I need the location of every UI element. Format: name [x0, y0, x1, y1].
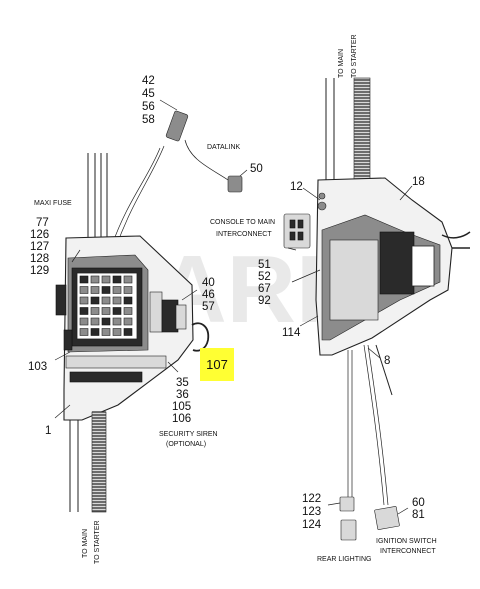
callout-8: 8 [384, 355, 390, 367]
svg-text:TO STARTER: TO STARTER [351, 34, 358, 78]
callout-60-81: 60 81 [412, 497, 425, 521]
svg-text:TO STARTER: TO STARTER [94, 520, 101, 564]
svg-text:TO MAIN: TO MAIN [338, 49, 345, 78]
highlight-107 [200, 348, 234, 381]
callout-1: 1 [45, 425, 51, 437]
svg-text:42: 42 [142, 75, 155, 87]
label-rear-lighting: REAR LIGHTING [317, 556, 371, 563]
svg-text:105: 105 [172, 401, 191, 413]
label-maxi-fuse: MAXI FUSE [34, 200, 72, 207]
svg-text:127: 127 [30, 241, 49, 253]
svg-text:36: 36 [176, 389, 189, 401]
callout-114: 114 [282, 327, 301, 339]
svg-text:60: 60 [412, 497, 425, 509]
svg-text:129: 129 [30, 265, 49, 277]
svg-text:40: 40 [202, 277, 215, 289]
callout-51-92: 51 52 67 92 [258, 259, 271, 307]
svg-text:126: 126 [30, 229, 49, 241]
svg-text:45: 45 [142, 88, 155, 100]
svg-text:(OPTIONAL): (OPTIONAL) [166, 441, 206, 448]
callout-18: 18 [412, 176, 425, 188]
label-left-to-main-starter: TO MAIN TO STARTER [82, 520, 101, 564]
svg-text:123: 123 [302, 506, 321, 518]
svg-text:58: 58 [142, 114, 155, 126]
svg-text:57: 57 [202, 301, 215, 313]
callout-103: 103 [28, 361, 47, 373]
svg-text:INTERCONNECT: INTERCONNECT [216, 231, 272, 238]
callout-35-106: 35 36 105 106 [172, 377, 191, 425]
label-security-siren: SECURITY SIREN (OPTIONAL) [159, 431, 218, 448]
svg-text:CONSOLE TO MAIN: CONSOLE TO MAIN [210, 219, 275, 226]
left-junction-block [55, 110, 243, 513]
left-leaders [54, 99, 248, 419]
svg-text:56: 56 [142, 101, 155, 113]
svg-text:TO MAIN: TO MAIN [82, 529, 89, 558]
label-ignition-interconnect: IGNITION SWITCH INTERCONNECT [376, 538, 437, 555]
svg-text:IGNITION SWITCH: IGNITION SWITCH [376, 538, 437, 545]
right-junction-block [283, 77, 471, 541]
svg-text:67: 67 [258, 283, 271, 295]
label-datalink: DATALINK [207, 144, 241, 151]
svg-text:122: 122 [302, 493, 321, 505]
callout-122-124: 122 123 124 [302, 493, 322, 531]
svg-text:128: 128 [30, 253, 49, 265]
svg-text:106: 106 [172, 413, 191, 425]
svg-text:124: 124 [302, 519, 322, 531]
right-leaders [287, 185, 413, 515]
svg-text:35: 35 [176, 377, 189, 389]
svg-text:51: 51 [258, 259, 271, 271]
svg-text:92: 92 [258, 295, 271, 307]
label-console-interconnect: CONSOLE TO MAIN INTERCONNECT [210, 219, 275, 238]
callout-40-46-57: 40 46 57 [202, 277, 215, 313]
svg-text:SECURITY SIREN: SECURITY SIREN [159, 431, 218, 438]
svg-text:81: 81 [412, 509, 425, 521]
callout-12: 12 [290, 181, 303, 193]
callout-77-129: 77 126 127 128 129 [30, 217, 49, 277]
callout-50: 50 [250, 163, 263, 175]
svg-text:46: 46 [202, 289, 215, 301]
callout-42-58: 42 45 56 58 [142, 75, 155, 126]
svg-text:52: 52 [258, 271, 271, 283]
svg-text:INTERCONNECT: INTERCONNECT [380, 548, 436, 555]
callout-107: 107 [206, 357, 228, 372]
label-right-to-main-starter: TO MAIN TO STARTER [338, 34, 358, 78]
svg-text:77: 77 [36, 217, 49, 229]
